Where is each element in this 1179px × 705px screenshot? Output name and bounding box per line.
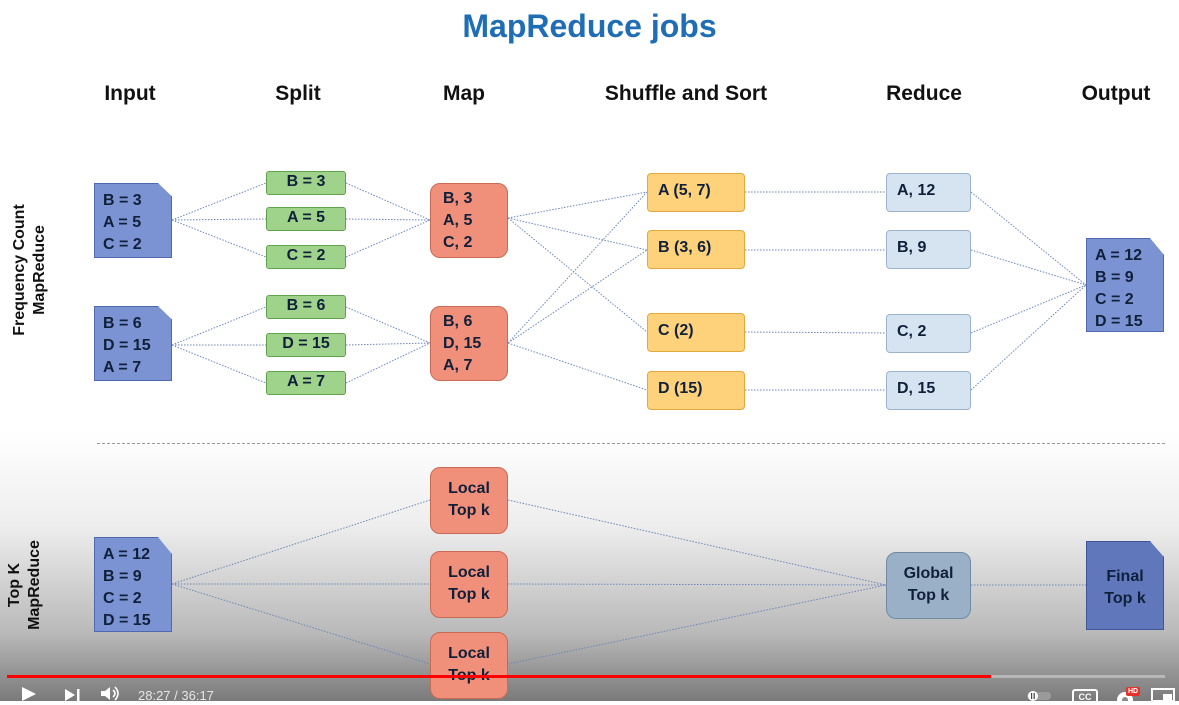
section-divider (97, 443, 1165, 444)
map-box-1-line: C, 2 (443, 234, 473, 251)
shuffle-box: C (2) (647, 313, 745, 352)
global-topk-line: Global (903, 565, 954, 582)
topk-input-line: D = 15 (103, 612, 151, 629)
map-box-1-line: B, 3 (443, 190, 473, 207)
input-doc-1-line: A = 5 (103, 214, 142, 231)
local-topk-line: Top k (448, 586, 490, 603)
map-box-1: B, 3 A, 5 C, 2 (430, 183, 508, 258)
progress-played[interactable] (7, 675, 991, 678)
map-box-2-line: B, 6 (443, 313, 473, 330)
row-label-frequency-line1: Frequency Count (11, 204, 28, 336)
input-doc-2-line: D = 15 (103, 337, 151, 354)
shuffle-box: A (5, 7) (647, 173, 745, 212)
reduce-box: B, 9 (886, 230, 971, 269)
topk-input-doc: A = 12 B = 9 C = 2 D = 15 (94, 537, 172, 632)
input-doc-1-line: B = 3 (103, 192, 142, 209)
split-box: B = 3 (266, 171, 346, 195)
output-doc-line: C = 2 (1095, 291, 1134, 308)
global-topk-line: Top k (907, 587, 950, 604)
topk-input-line: B = 9 (103, 568, 142, 585)
column-header-shuffle: Shuffle and Sort (604, 82, 768, 105)
column-header-input: Input (104, 82, 156, 105)
column-header-split: Split (275, 82, 321, 105)
local-topk-line: Top k (448, 502, 490, 519)
input-doc-2-line: A = 7 (103, 359, 142, 376)
reduce-box: D, 15 (886, 371, 971, 410)
final-topk-line: Final (1106, 568, 1144, 585)
row-label-topk: Top K MapReduce (5, 530, 45, 640)
map-box-2-line: D, 15 (443, 335, 482, 352)
play-icon[interactable] (20, 687, 38, 701)
output-doc-line: A = 12 (1095, 247, 1142, 264)
output-doc-line: D = 15 (1095, 313, 1143, 330)
split-box: A = 7 (266, 371, 346, 395)
input-doc-2-line: B = 6 (103, 315, 142, 332)
hd-badge: HD (1126, 687, 1141, 696)
page-title: MapReduce jobs (462, 8, 717, 44)
volume-icon[interactable] (100, 686, 124, 701)
map-box-2: B, 6 D, 15 A, 7 (430, 306, 508, 381)
local-topk-box: Local Top k (430, 551, 508, 618)
local-topk-line: Local (448, 645, 490, 662)
output-doc: A = 12 B = 9 C = 2 D = 15 (1086, 238, 1164, 332)
input-doc-1: B = 3 A = 5 C = 2 (94, 183, 172, 258)
split-box: A = 5 (266, 207, 346, 231)
input-doc-2: B = 6 D = 15 A = 7 (94, 306, 172, 381)
split-box: B = 6 (266, 295, 346, 319)
split-box: D = 15 (266, 333, 346, 357)
next-icon[interactable] (64, 689, 82, 701)
reduce-box: A, 12 (886, 173, 971, 212)
local-topk-line: Local (448, 564, 490, 581)
row-label-frequency: Frequency Count MapReduce (10, 200, 50, 340)
captions-icon[interactable]: CC (1072, 689, 1098, 705)
input-doc-1-line: C = 2 (103, 236, 142, 253)
reduce-box: C, 2 (886, 314, 971, 353)
miniplayer-icon[interactable] (1151, 688, 1175, 701)
autoplay-toggle-icon[interactable] (1027, 691, 1053, 701)
split-box: C = 2 (266, 245, 346, 269)
map-box-1-line: A, 5 (443, 212, 473, 229)
row-label-topk-line1: Top K (6, 562, 23, 608)
map-box-2-line: A, 7 (443, 357, 473, 374)
column-header-reduce: Reduce (886, 82, 962, 105)
topk-input-line: A = 12 (103, 546, 150, 563)
local-topk-box: Local Top k (430, 467, 508, 534)
global-topk-box: Global Top k (886, 552, 971, 619)
final-topk-doc: Final Top k (1086, 541, 1164, 630)
row-label-frequency-line2: MapReduce (31, 225, 48, 315)
column-header-map: Map (443, 82, 485, 105)
output-doc-line: B = 9 (1095, 269, 1134, 286)
time-display: 28:27 / 36:17 (138, 688, 214, 703)
topk-input-line: C = 2 (103, 590, 142, 607)
local-topk-box: Local Top k (430, 632, 508, 699)
column-header-output: Output (1081, 82, 1151, 105)
bottom-gradient (0, 430, 1179, 701)
shuffle-box: B (3, 6) (647, 230, 745, 269)
local-topk-line: Local (448, 480, 490, 497)
row-label-topk-line2: MapReduce (26, 540, 43, 630)
final-topk-line: Top k (1104, 590, 1146, 607)
shuffle-box: D (15) (647, 371, 745, 410)
